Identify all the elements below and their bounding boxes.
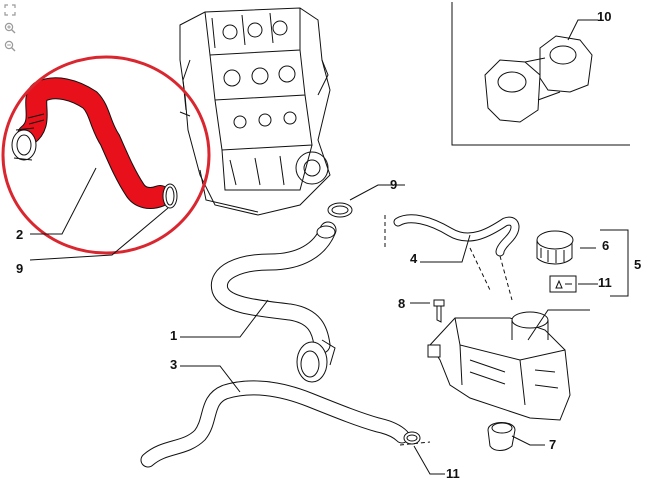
callout-8: 8 (398, 296, 406, 311)
hose-part-2 (11, 77, 171, 209)
callout-6: 6 (602, 238, 610, 253)
fit-to-screen-icon (4, 4, 16, 16)
connection-lines (384, 215, 513, 446)
callout-1: 1 (170, 328, 178, 343)
callout-9-left: 9 (16, 261, 24, 276)
callout-5: 5 (634, 257, 642, 272)
zoom-out-icon (4, 40, 16, 52)
callout-10: 10 (597, 9, 612, 24)
expansion-tank-part-5 (427, 311, 571, 421)
bolt-part-8 (433, 299, 445, 323)
fit-to-screen-button[interactable] (3, 3, 17, 17)
zoom-in-button[interactable] (3, 21, 17, 35)
callout-2: 2 (16, 227, 24, 242)
zoom-in-icon (4, 22, 16, 34)
engine-block (179, 7, 331, 216)
callout-3: 3 (170, 357, 178, 372)
cap-part-6 (536, 230, 574, 265)
zoom-out-button[interactable] (3, 39, 17, 53)
callout-11-tank: 11 (598, 275, 612, 290)
grommet-part-7 (487, 422, 516, 451)
callout-9-top: 9 (390, 177, 398, 192)
callout-7: 7 (549, 437, 557, 452)
sticker-part-11 (549, 275, 577, 293)
clamp-part-9-top (327, 202, 353, 218)
clamp-part-11 (403, 431, 421, 445)
hose-part-4 (393, 214, 520, 257)
clamp-part-9-left (162, 183, 178, 209)
bracket-part-5 (600, 229, 629, 297)
highlight-circle (1, 55, 211, 255)
callout-4: 4 (410, 251, 418, 266)
callout-11-bottom: 11 (446, 466, 460, 481)
detail-box-bracket (451, 2, 630, 146)
hose-part-3 (140, 380, 410, 468)
hose-part-1 (210, 221, 337, 383)
leader-lines (29, 19, 598, 475)
